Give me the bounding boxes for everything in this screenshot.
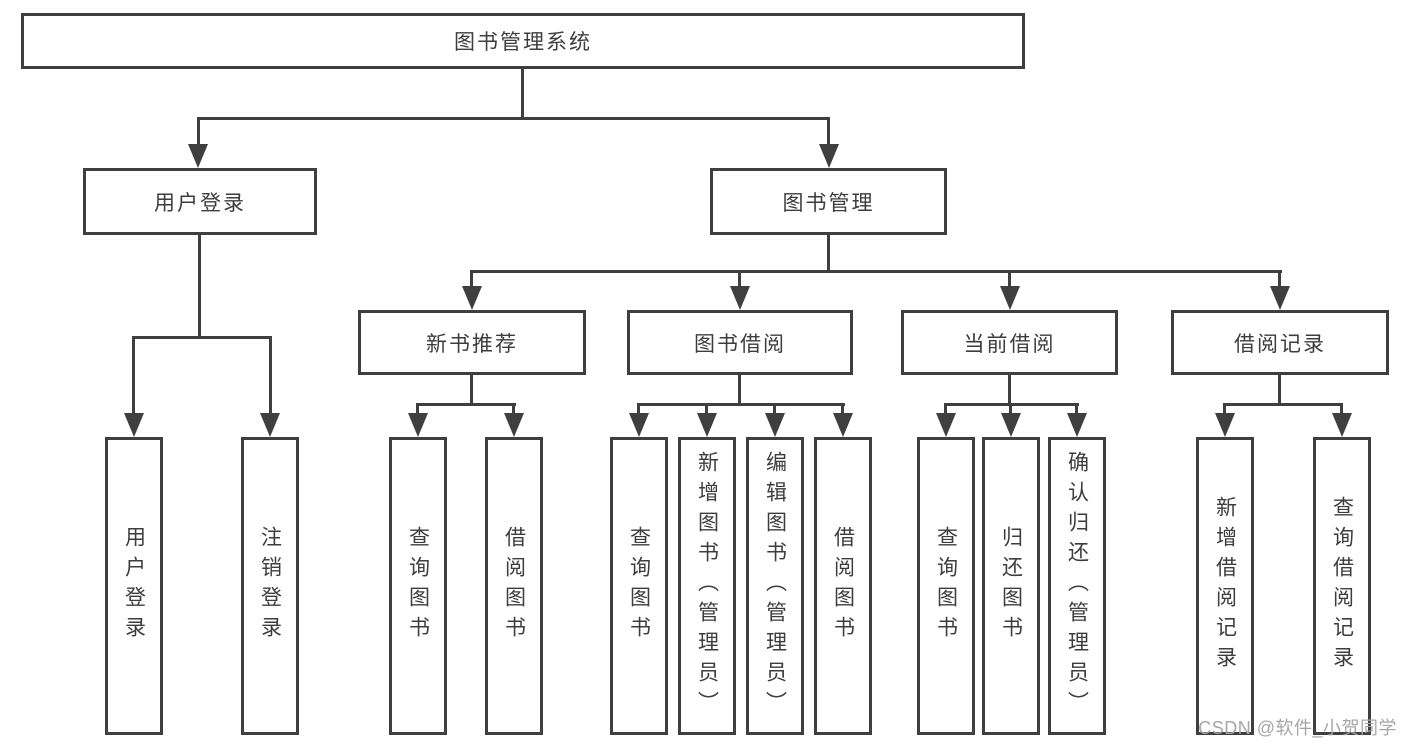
connector-book-mgmt-down (827, 235, 830, 272)
node-library-management-system: 图书管理系统 (21, 13, 1025, 69)
leaf-confirm-return-admin: 确认归还（管理员） (1048, 437, 1106, 735)
arrow-to-leaf-return-books (1001, 413, 1021, 437)
connector-leaf-stem (705, 403, 708, 415)
arrow-to-leaf-add-books (697, 413, 717, 437)
leaf-query-borrow-record: 查询借阅记录 (1313, 437, 1371, 735)
connector-root-stem (521, 69, 524, 118)
arrow-to-leaf-query-books-1 (408, 413, 428, 437)
connector-leaf-stem (773, 403, 776, 415)
arrow-to-book-borrow (730, 286, 750, 310)
leaf-label: 查询图书 (406, 526, 430, 646)
leaf-return-books: 归还图书 (982, 437, 1040, 735)
connector-l3-stem (1008, 270, 1011, 288)
leaf-borrow-books-1: 借阅图书 (485, 437, 543, 735)
connector-book-mgmt-stem (827, 117, 830, 145)
leaf-label: 编辑图书（管理员） (763, 451, 787, 721)
leaf-user-login: 用户登录 (105, 437, 163, 735)
arrow-to-leaf-borrow-books-1 (504, 413, 524, 437)
node-current-borrow: 当前借阅 (901, 310, 1118, 375)
connector-leaf-stem (132, 336, 135, 413)
connector-leaf-stem (512, 403, 515, 415)
node-book-management: 图书管理 (710, 168, 947, 235)
node-label: 图书管理 (782, 191, 875, 215)
leaf-label: 借阅图书 (831, 526, 855, 646)
leaf-label: 注销登录 (258, 526, 282, 646)
connector-bb-split (638, 403, 845, 406)
node-label: 图书借阅 (694, 332, 786, 356)
node-book-borrow: 图书借阅 (627, 310, 853, 375)
connector-br-split (1224, 403, 1343, 406)
node-new-book-recommend: 新书推荐 (358, 310, 586, 375)
connector-l3-stem (470, 270, 473, 288)
connector-leaf-stem (841, 403, 844, 415)
node-label: 新书推荐 (426, 332, 518, 356)
arrow-to-book-management (819, 144, 839, 168)
arrow-to-leaf-query-books-2 (629, 413, 649, 437)
connector-leaf-stem (944, 403, 947, 415)
leaf-add-books-admin: 新增图书（管理员） (678, 437, 736, 735)
arrow-to-leaf-confirm-return (1067, 413, 1087, 437)
leaf-label: 用户登录 (122, 526, 146, 646)
leaf-query-books-1: 查询图书 (389, 437, 447, 735)
arrow-to-leaf-add-borrow-record (1215, 413, 1235, 437)
connector-leaf-stem (637, 403, 640, 415)
leaf-edit-books-admin: 编辑图书（管理员） (746, 437, 804, 735)
arrow-to-leaf-logout (260, 413, 280, 437)
connector-leaf-stem (1340, 403, 1343, 415)
leaf-label: 新增图书（管理员） (695, 451, 719, 721)
connector-bb-down (738, 375, 741, 406)
node-borrow-records: 借阅记录 (1171, 310, 1389, 375)
connector-leaf-stem (269, 336, 272, 413)
connector-leaf-stem (1009, 403, 1012, 415)
arrow-to-leaf-query-books-3 (936, 413, 956, 437)
node-user-login: 用户登录 (83, 168, 317, 235)
connector-leaf-stem (1075, 403, 1078, 415)
arrow-to-user-login (188, 144, 208, 168)
leaf-add-borrow-record: 新增借阅记录 (1196, 437, 1254, 735)
connector-l3-stem (1278, 270, 1281, 288)
connector-cb-split (945, 403, 1079, 406)
arrow-to-leaf-user-login (124, 413, 144, 437)
arrow-to-new-book-recommend (462, 286, 482, 310)
connector-user-login-stem (197, 117, 200, 145)
connector-book-mgmt-split (472, 270, 1282, 273)
leaf-query-books-2: 查询图书 (610, 437, 668, 735)
node-label: 用户登录 (154, 191, 246, 215)
connector-root-split (198, 117, 830, 120)
csdn-watermark: CSDN @软件_小贺同学 (1198, 718, 1397, 738)
arrow-to-leaf-borrow-books-2 (833, 413, 853, 437)
node-label: 图书管理系统 (454, 31, 592, 54)
connector-cb-down (1008, 375, 1011, 406)
connector-br-down (1278, 375, 1281, 406)
arrow-to-leaf-query-borrow-record (1332, 413, 1352, 437)
connector-leaf-stem (1223, 403, 1226, 415)
leaf-label: 归还图书 (999, 526, 1023, 646)
leaf-label: 确认归还（管理员） (1065, 451, 1089, 721)
node-label: 当前借阅 (963, 332, 1056, 356)
connector-user-login-down (198, 235, 201, 338)
connector-user-login-split (133, 336, 272, 339)
leaf-logout: 注销登录 (241, 437, 299, 735)
node-label: 借阅记录 (1234, 332, 1326, 356)
leaf-query-books-3: 查询图书 (917, 437, 975, 735)
leaf-label: 查询借阅记录 (1330, 496, 1354, 676)
leaf-borrow-books-2: 借阅图书 (814, 437, 872, 735)
connector-l3-stem (738, 270, 741, 288)
leaf-label: 查询图书 (934, 526, 958, 646)
leaf-label: 查询图书 (627, 526, 651, 646)
connector-nbr-split (417, 403, 516, 406)
arrow-to-borrow-records (1270, 286, 1290, 310)
leaf-label: 借阅图书 (502, 526, 526, 646)
connector-leaf-stem (416, 403, 419, 415)
arrow-to-leaf-edit-books (765, 413, 785, 437)
connector-nbr-down (470, 375, 473, 406)
arrow-to-current-borrow (1000, 286, 1020, 310)
leaf-label: 新增借阅记录 (1213, 496, 1237, 676)
